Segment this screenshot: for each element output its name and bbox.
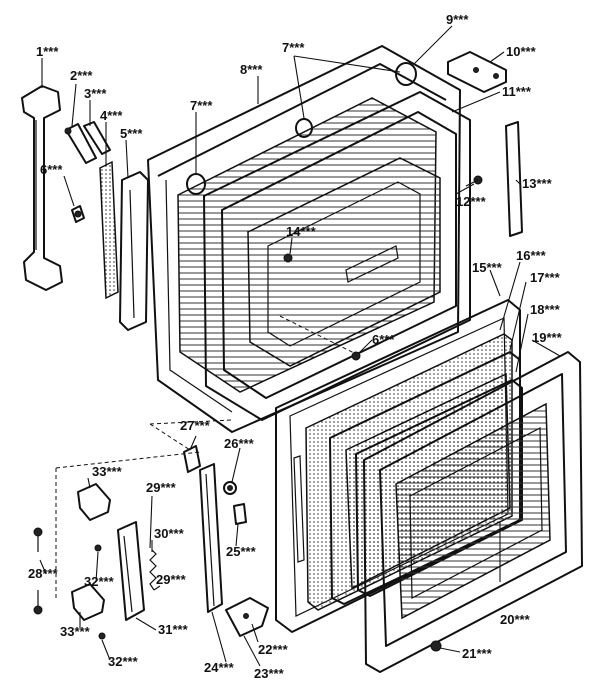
callout-10: 10***	[506, 44, 537, 59]
callout-3: 3***	[84, 86, 107, 101]
callout-labels: 1*** 2*** 3*** 4*** 5*** 6*** 6*** 7*** …	[28, 12, 563, 681]
side-trim-strip	[505, 121, 523, 237]
callout-7-left: 7***	[190, 98, 213, 113]
handle-screw	[64, 123, 97, 164]
callout-28: 28***	[28, 566, 59, 581]
hinge-screw-small	[98, 632, 106, 640]
handle-trim	[119, 171, 149, 331]
callout-11: 11***	[502, 84, 532, 99]
callout-16: 16***	[516, 248, 547, 263]
callout-6-left: 6***	[40, 162, 63, 177]
hinge-spring	[149, 549, 157, 591]
callout-17: 17***	[530, 270, 561, 285]
callout-33-top: 33***	[92, 464, 123, 479]
callout-12: 12***	[456, 194, 487, 209]
hinge-screw-small	[94, 544, 102, 552]
callout-23: 23***	[254, 666, 285, 681]
callout-26: 26***	[224, 436, 255, 451]
door-front-frame	[363, 351, 583, 673]
callout-22: 22***	[258, 642, 289, 657]
trim-screw	[71, 205, 85, 223]
callout-29-top: 29***	[146, 480, 177, 495]
vent-plug	[295, 118, 313, 138]
callout-32-lower: 32***	[108, 654, 139, 669]
callout-1: 1***	[36, 44, 59, 59]
callout-5: 5***	[120, 126, 143, 141]
frame-bottom-screw	[430, 640, 442, 652]
hinge-screw	[33, 590, 43, 615]
callout-31: 31***	[158, 622, 189, 637]
door-handle	[21, 85, 63, 291]
hinge-plate	[225, 597, 269, 637]
alignment-lines	[55, 315, 357, 600]
frame-screw	[351, 351, 361, 361]
callout-33-lower: 33***	[60, 624, 91, 639]
inner-door-frame	[203, 91, 471, 421]
hinge-receiver-lower	[71, 583, 105, 621]
callout-20: 20***	[500, 612, 531, 627]
callout-24: 24***	[204, 660, 235, 675]
hinge-screw	[33, 527, 43, 552]
hinge-clip-top	[183, 445, 201, 473]
callout-18: 18***	[530, 302, 561, 317]
callout-2: 2***	[70, 68, 93, 83]
hinge-bracket	[447, 51, 507, 93]
callout-27: 27***	[180, 418, 211, 433]
callout-25: 25***	[226, 544, 257, 559]
callout-32-upper: 32***	[84, 574, 115, 589]
callout-8: 8***	[240, 62, 263, 77]
hinge-roller	[233, 503, 247, 525]
callout-30: 30***	[154, 526, 185, 541]
window-screw	[283, 253, 293, 263]
callout-13: 13***	[522, 176, 553, 191]
hinge-arm-left	[117, 521, 145, 621]
callout-15: 15***	[472, 260, 503, 275]
callout-21: 21***	[462, 646, 493, 661]
hinge-receiver-upper	[77, 483, 111, 521]
side-screw	[465, 175, 483, 187]
callout-6-right: 6***	[372, 332, 395, 347]
hinge-channel	[199, 463, 223, 613]
callout-19: 19***	[532, 330, 563, 345]
handle-insert-strip	[99, 160, 119, 300]
callout-9: 9***	[446, 12, 469, 27]
leader-lines	[39, 25, 561, 667]
callout-4: 4***	[100, 108, 123, 123]
handle-washer	[83, 121, 111, 155]
top-vent-cap	[395, 62, 417, 86]
callout-14: 14***	[286, 224, 317, 239]
hinge-pin	[223, 481, 237, 495]
callout-7-top: 7***	[282, 40, 305, 55]
callout-29-lower: 29***	[156, 572, 187, 587]
